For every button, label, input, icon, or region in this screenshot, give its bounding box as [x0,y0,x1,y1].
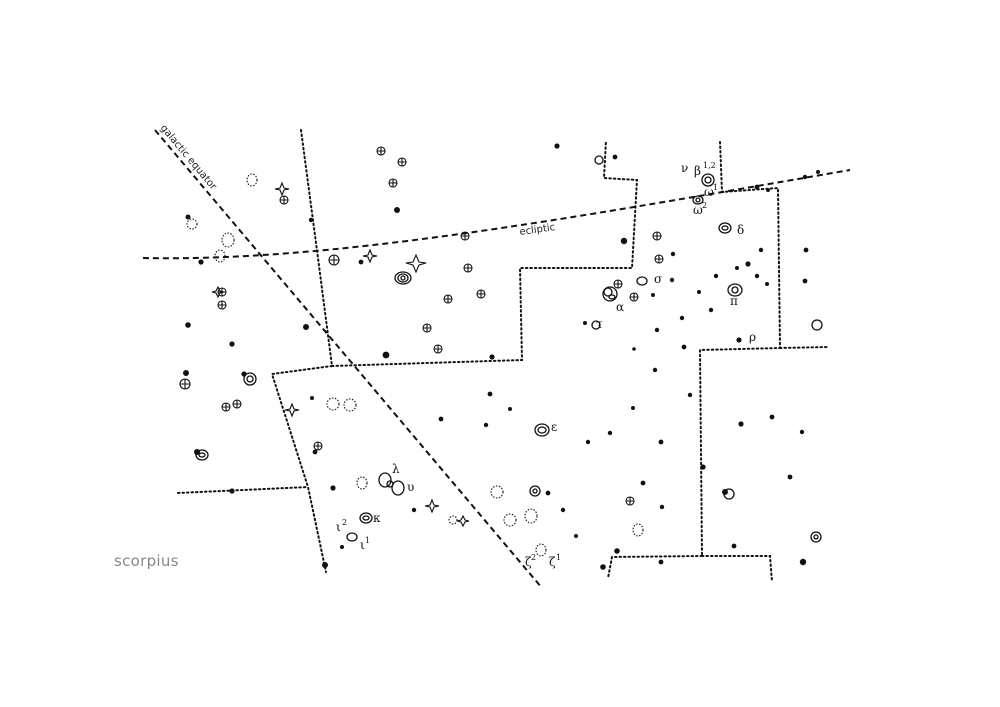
label-omega2-sup: 2 [702,201,707,210]
constellation-boundaries [177,129,829,583]
label-iota1: ι [360,538,365,552]
bright-stars [195,155,823,543]
label-zeta2-sup: 2 [531,553,536,562]
label-lambda: λ [392,462,400,476]
galactic-equator-label: galactic equator [158,123,219,193]
label-zeta2: ζ [525,555,532,569]
label-beta: β [694,164,701,178]
label-rho: ρ [749,330,756,344]
label-upsilon: υ [407,480,414,494]
boundary-left-vertical [300,129,333,367]
reference-lines [142,129,851,589]
label-tau: τ [596,317,603,331]
label-beta-sup: 1,2 [703,161,716,170]
galactic-equator-line [154,129,543,589]
boundary-bottom [701,555,773,583]
label-delta: δ [737,223,744,237]
faint-dotted-stars [186,173,644,557]
label-pi: π [730,294,738,308]
small-stars[interactable] [183,143,820,570]
boundary-center-step [331,139,639,367]
label-omega1: ω [704,185,714,199]
boundary-left-inner [270,365,333,573]
label-iota2: ι [336,520,341,534]
boundary-bottom-left [607,555,703,579]
constellation-title: scorpius [114,552,179,570]
stars [179,143,823,570]
label-iota1-sup: 1 [365,536,370,545]
crossed-circle-stars [179,146,664,506]
label-sigma: σ [654,272,662,286]
boundary-left-horizontal [177,486,309,494]
label-omega2: ω [693,203,703,217]
spike-stars [211,181,470,528]
label-zeta1-sup: 1 [556,553,561,562]
boundary-right-horizontal [779,346,829,349]
label-nu-top: ν [681,161,688,175]
label-iota2-sup: 2 [342,518,347,527]
label-zeta1: ζ [549,555,556,569]
label-omega1-sup: 1 [713,183,718,192]
label-kappa: κ [373,511,381,525]
ecliptic-line [142,169,851,260]
boundary-right-top [698,141,782,557]
label-epsilon: ε [551,420,557,434]
star-labels: ν β 1,2 ω 1 ω 2 δ σ π α τ ρ ε λ υ κ ι 2 … [336,161,756,569]
ecliptic-label: ecliptic [519,222,556,238]
label-alpha: α [616,300,624,314]
